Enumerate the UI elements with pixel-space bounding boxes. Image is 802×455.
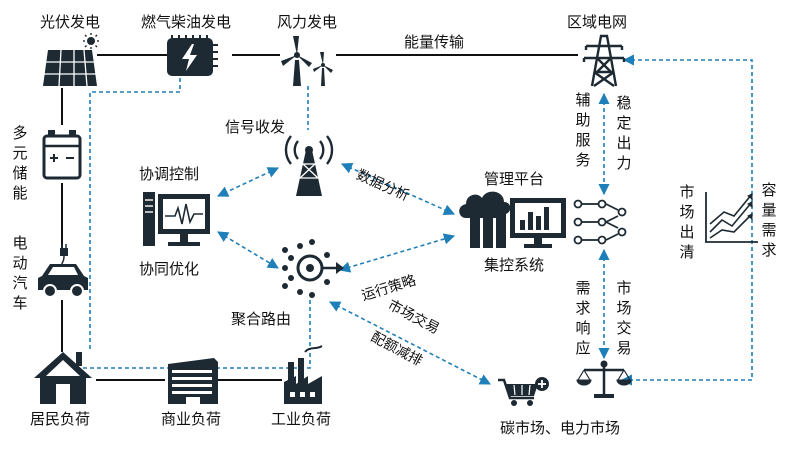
label-aggregation-router: 聚合路由 bbox=[231, 310, 292, 328]
label-stable-output: 稳定出力 bbox=[616, 94, 632, 172]
monitor-icon bbox=[143, 192, 210, 246]
arrow-router-platform bbox=[338, 233, 456, 273]
transmission-tower-icon bbox=[582, 34, 626, 87]
battery-icon bbox=[42, 130, 82, 180]
growth-chart-icon bbox=[705, 192, 758, 243]
sun-icon bbox=[83, 33, 99, 49]
label-ancillary-service: 辅助服务 bbox=[575, 91, 591, 169]
solar-panel-icon bbox=[43, 49, 97, 87]
label-ev: 电动汽车 bbox=[12, 234, 28, 312]
scale-icon bbox=[576, 360, 632, 398]
router-icon bbox=[282, 239, 344, 298]
label-demand-response: 需求响应 bbox=[575, 279, 591, 357]
label-storage: 多元储能 bbox=[12, 124, 28, 202]
factory-icon bbox=[284, 345, 323, 404]
label-residential: 居民负荷 bbox=[30, 410, 91, 428]
label-central-system: 集控系统 bbox=[484, 256, 545, 274]
office-building-icon bbox=[168, 358, 218, 404]
label-solar: 光伏发电 bbox=[40, 13, 101, 31]
antenna-icon bbox=[284, 135, 334, 196]
wind-turbine-icon bbox=[281, 36, 333, 86]
label-regional-grid: 区域电网 bbox=[567, 13, 628, 31]
dashed-arrows bbox=[216, 54, 753, 386]
arrow-control-router bbox=[217, 231, 279, 269]
label-capacity-demand: 容量需求 bbox=[761, 181, 777, 259]
server-icon bbox=[459, 191, 627, 248]
arrow-router-market bbox=[329, 301, 491, 385]
generator-icon bbox=[167, 35, 218, 76]
arrow-right-loop bbox=[620, 54, 753, 386]
label-energy-transmission: 能量传输 bbox=[404, 33, 465, 51]
house-icon bbox=[34, 352, 92, 404]
label-commercial: 商业负荷 bbox=[161, 410, 222, 428]
label-markets: 碳市场、电力市场 bbox=[500, 419, 621, 437]
dashed-generator-loop bbox=[89, 78, 181, 352]
label-wind: 风力发电 bbox=[277, 13, 338, 31]
solid-lines bbox=[61, 54, 578, 381]
label-industrial: 工业负荷 bbox=[271, 410, 332, 428]
arrow-signal-control bbox=[216, 167, 280, 197]
label-market-clearing: 市场出清 bbox=[679, 183, 695, 261]
label-mgmt-platform: 管理平台 bbox=[484, 170, 545, 188]
label-signal: 信号收发 bbox=[225, 118, 286, 136]
label-co-optimize: 协同优化 bbox=[139, 260, 200, 278]
car-icon bbox=[38, 244, 88, 298]
label-gas-diesel: 燃气柴油发电 bbox=[141, 13, 232, 31]
cart-icon bbox=[498, 377, 549, 406]
label-coord-control: 协调控制 bbox=[139, 165, 200, 183]
label-market-trading-2: 市场交易 bbox=[616, 279, 632, 357]
